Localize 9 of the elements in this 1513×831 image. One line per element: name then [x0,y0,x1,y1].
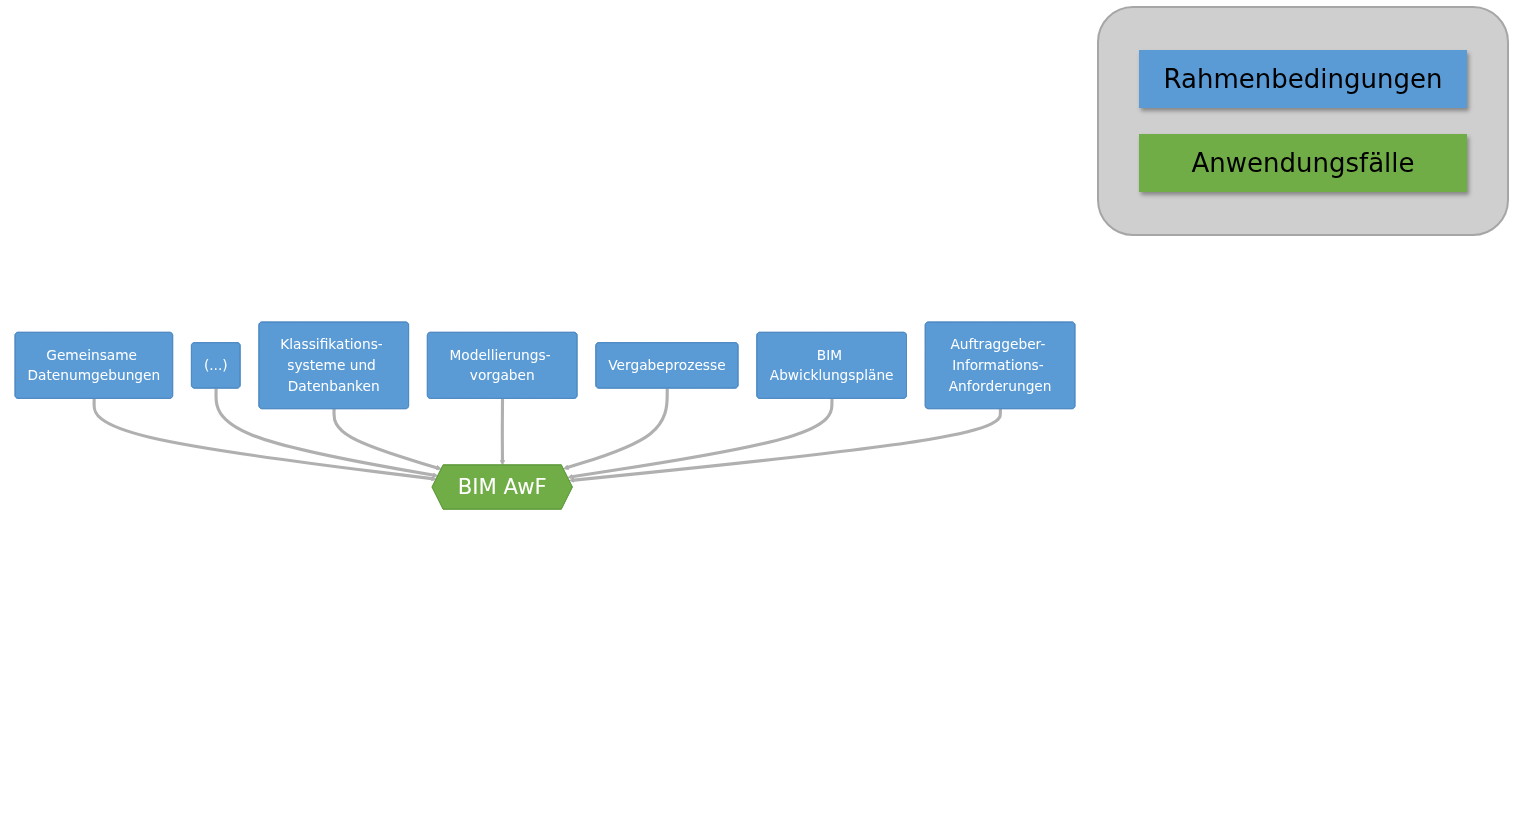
legend-entry: Anwendungsfälle [1139,134,1467,192]
arrow [92,398,437,482]
arrow [567,398,834,480]
arrow [569,408,1002,483]
arrow [499,398,506,466]
arrow [563,388,669,470]
legend-entry: Rahmenbedingungen [1139,50,1467,108]
arrow [214,388,439,478]
arrow [332,408,442,471]
